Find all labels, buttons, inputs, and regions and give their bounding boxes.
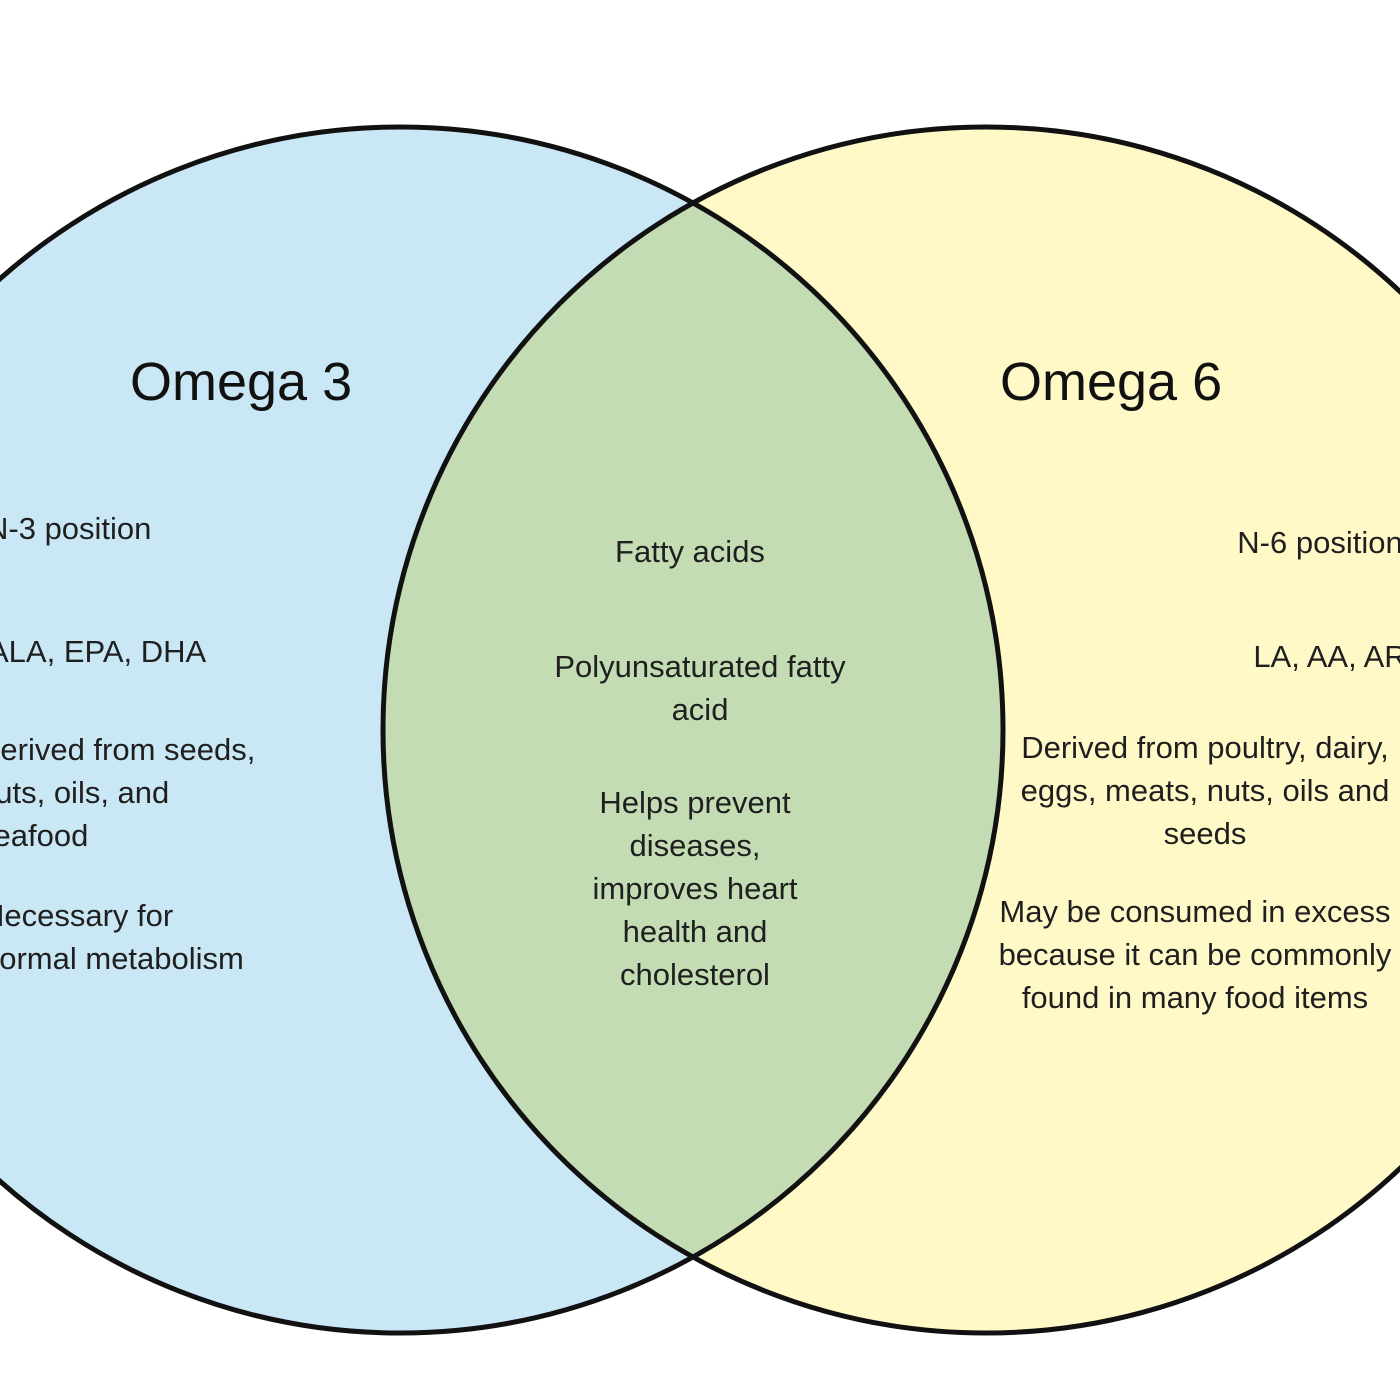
omega3-title: Omega 3 [130, 352, 353, 412]
omega3-item-position: N-3 position [0, 511, 152, 546]
omega6-title: Omega 6 [1000, 352, 1223, 412]
omega6-circle-outline [380, 124, 1400, 1336]
overlap-region [383, 127, 1003, 1333]
omega3-item-types: ALA, EPA, DHA [0, 634, 207, 669]
omega3-item-sources: Derived from seeds, nuts, oils, and seaf… [0, 732, 256, 853]
overlap-item-fatty-acids: Fatty acids [615, 534, 765, 569]
omega3-circle-outline [0, 124, 1006, 1336]
omega6-item-types: LA, AA, AR [1253, 639, 1400, 674]
omega3-item-metabolism: Necessary for normal metabolism [0, 898, 244, 976]
overlap-item-health: Helps prevent diseases, improves heart h… [592, 785, 798, 992]
omega6-item-excess: May be consumed in excess because it can… [998, 894, 1392, 1015]
overlap-item-polyunsaturated: Polyunsaturated fatty acid [554, 649, 846, 727]
omega6-item-position: N-6 position [1237, 525, 1400, 560]
omega6-item-sources: Derived from poultry, dairy, eggs, meats… [1020, 730, 1390, 851]
